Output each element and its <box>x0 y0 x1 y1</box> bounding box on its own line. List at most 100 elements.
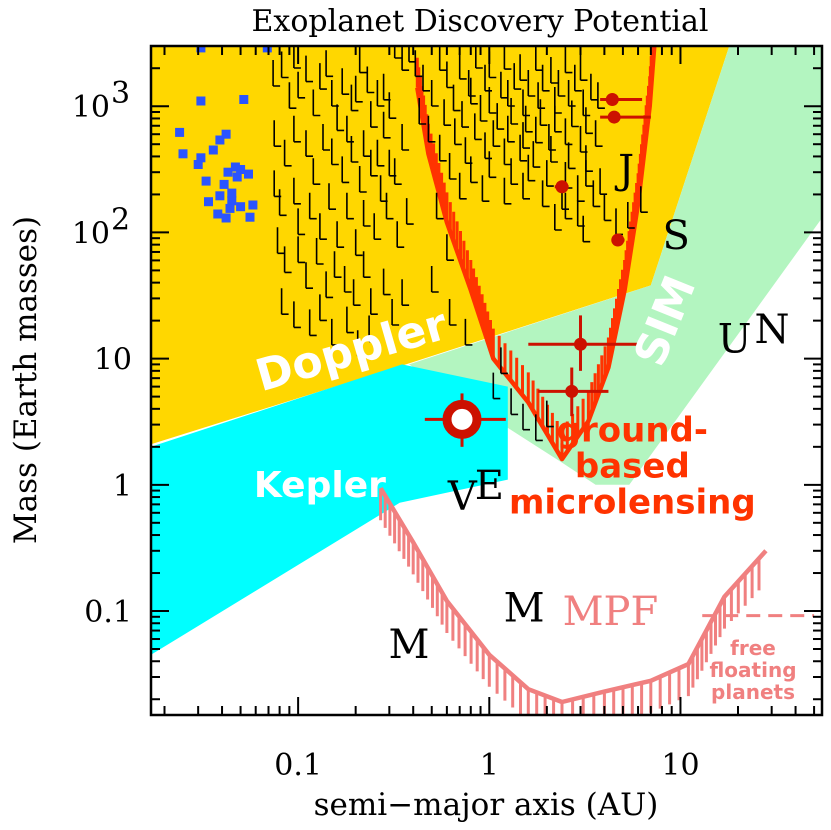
doppler-planet-marker <box>546 400 554 428</box>
chart-title: Exoplanet Discovery Potential <box>252 4 709 39</box>
ground-based-microlensing-label: based <box>575 447 690 487</box>
doppler-planet-marker <box>370 101 378 128</box>
hot-planet-marker <box>225 203 235 213</box>
hot-planet-marker <box>213 209 223 219</box>
doppler-planet-marker <box>354 229 363 257</box>
solar-planet-label: N <box>754 307 789 353</box>
ground-based-microlensing-label: microlensing <box>509 483 756 523</box>
doppler-planet-marker <box>382 111 391 139</box>
doppler-planet-marker <box>376 139 385 167</box>
doppler-planet-marker <box>443 99 452 126</box>
doppler-planet-marker <box>405 198 414 225</box>
doppler-planet-marker <box>527 154 536 182</box>
doppler-planet-marker <box>585 160 593 187</box>
doppler-planet-marker <box>401 46 410 71</box>
x-axis-label: semi−major axis (AU) <box>314 787 659 823</box>
doppler-planet-marker <box>510 98 519 125</box>
doppler-planet-marker <box>554 204 562 231</box>
doppler-planet-marker <box>458 52 467 80</box>
region-kepler <box>151 364 508 655</box>
doppler-planet-marker <box>418 98 427 125</box>
doppler-planet-marker <box>368 315 377 343</box>
doppler-planet-marker <box>467 70 476 97</box>
doppler-planet-marker <box>522 122 530 149</box>
microlensing-planet-marker <box>605 93 619 107</box>
doppler-planet-marker <box>358 46 367 74</box>
doppler-planet-marker <box>537 82 546 109</box>
ground-based-microlensing-label: ground- <box>557 411 708 451</box>
hot-planet-marker <box>175 127 185 137</box>
doppler-planet-marker <box>438 46 447 71</box>
y-tick-label: 10 <box>72 216 110 251</box>
doppler-planet-marker <box>362 130 371 157</box>
doppler-planet-marker <box>527 70 536 97</box>
doppler-planet-marker <box>522 172 530 200</box>
doppler-planet-marker <box>640 186 648 213</box>
hot-planet-marker <box>193 160 203 169</box>
doppler-planet-marker <box>513 63 522 90</box>
hot-planet-marker <box>221 213 231 223</box>
x-tick-label: 10 <box>661 748 699 783</box>
doppler-planet-marker <box>603 194 612 222</box>
hot-planet-marker <box>245 212 255 222</box>
doppler-planet-marker <box>510 158 519 185</box>
doppler-planet-marker <box>293 301 301 329</box>
doppler-planet-marker <box>507 115 515 143</box>
doppler-planet-marker <box>539 99 548 126</box>
doppler-planet-marker <box>362 251 371 278</box>
sensitivity-curves <box>378 46 768 715</box>
doppler-planet-marker <box>322 124 330 151</box>
hot-planet-marker <box>204 197 213 207</box>
doppler-planet-marker <box>276 227 285 255</box>
doppler-planet-marker <box>564 192 573 220</box>
hot-planet-marker <box>223 167 233 177</box>
microlensing-planet-marker <box>611 233 625 247</box>
hot-planet-marker <box>221 129 231 139</box>
doppler-planet-marker <box>496 103 505 130</box>
doppler-planet-marker <box>541 180 550 208</box>
doppler-planet-marker <box>341 156 350 184</box>
doppler-planet-marker <box>503 177 512 205</box>
microlensing-planet-marker <box>565 384 579 398</box>
doppler-planet-marker <box>293 177 301 205</box>
doppler-planet-marker <box>557 70 566 97</box>
free-floating-label: free <box>730 636 776 660</box>
doppler-planet-marker <box>470 77 478 105</box>
doppler-planet-marker <box>388 92 397 119</box>
doppler-planet-marker <box>331 138 339 166</box>
hot-planet-marker <box>215 135 225 145</box>
hot-planet-marker <box>201 176 211 186</box>
doppler-planet-marker <box>627 202 635 229</box>
region-doppler <box>151 46 730 445</box>
solar-planet-label: E <box>475 463 504 509</box>
doppler-planet-marker <box>312 158 321 185</box>
doppler-planet-marker <box>452 84 461 112</box>
doppler-planet-marker <box>293 115 301 143</box>
doppler-planet-marker <box>594 120 603 147</box>
curve-hatch-ground-based-microlensing <box>415 46 656 460</box>
doppler-planet-marker <box>438 134 447 162</box>
doppler-planet-marker <box>305 130 313 157</box>
solar-planet-label: M <box>504 585 545 631</box>
y-tick-exponent: 2 <box>111 202 130 237</box>
doppler-planet-marker <box>479 95 488 122</box>
mpf-label: MPF <box>563 589 659 635</box>
doppler-planet-marker <box>492 120 501 147</box>
doppler-planet-marker <box>576 175 585 202</box>
doppler-planet-marker <box>470 156 478 184</box>
curve-labels: ground-basedmicrolensingMPFfreefloatingp… <box>509 411 815 704</box>
hot-planet-marker <box>196 96 206 106</box>
doppler-planet-marker <box>454 118 462 146</box>
hot-planet-marker <box>196 153 206 163</box>
x-tick-label: 1 <box>480 748 499 783</box>
doppler-planet-marker <box>391 299 400 326</box>
doppler-planet-marker <box>356 330 365 357</box>
doppler-planet-marker <box>448 299 457 326</box>
doppler-planet-marker <box>592 180 601 208</box>
doppler-planet-marker <box>510 388 519 416</box>
doppler-planet-marker <box>430 266 439 293</box>
doppler-planet-marker <box>370 288 378 315</box>
hot-planet-marker <box>239 95 249 104</box>
doppler-planet-marker <box>297 208 306 236</box>
